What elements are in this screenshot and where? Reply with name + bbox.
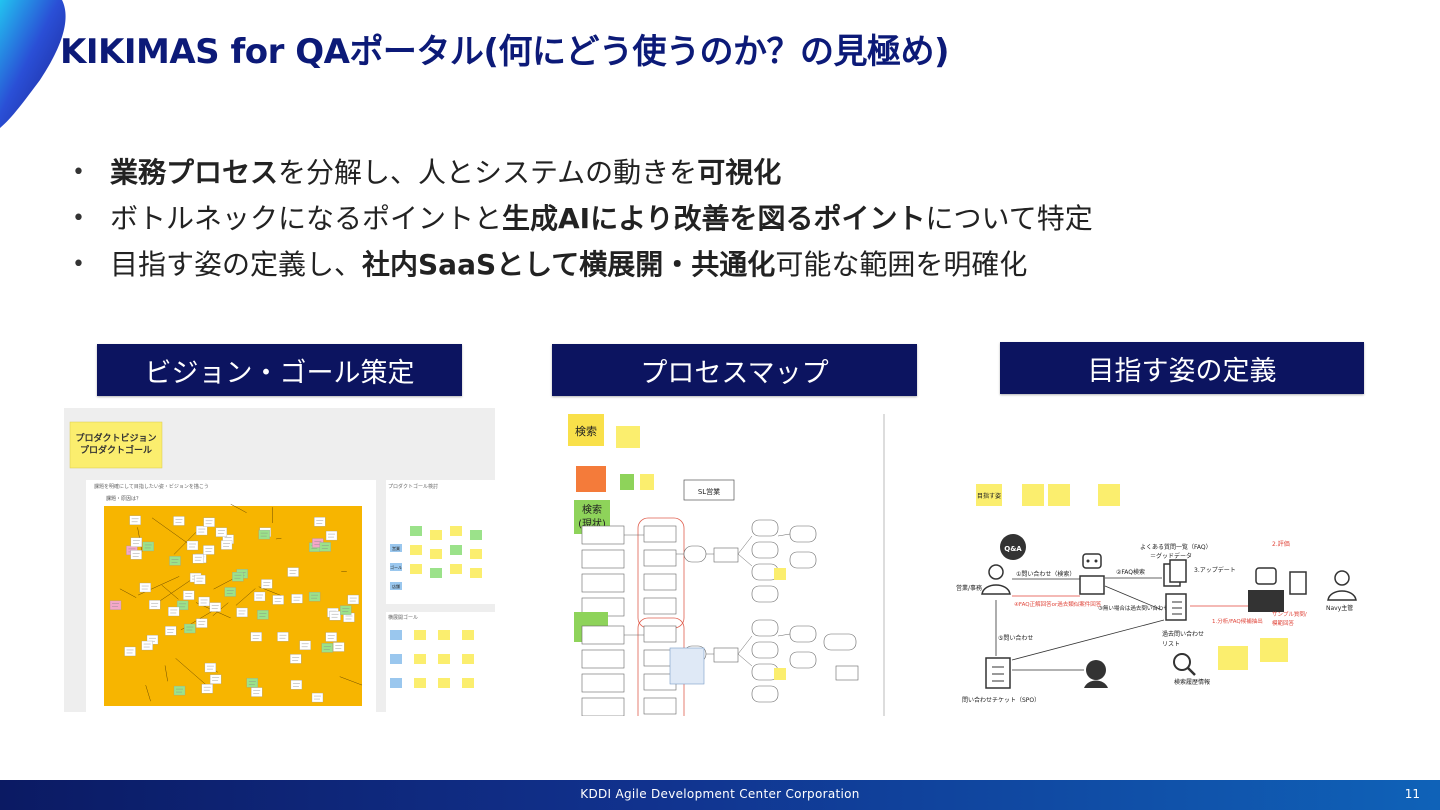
search-log-icon [1173, 653, 1196, 676]
lane-label: SL営業 [698, 487, 720, 496]
future-tag [976, 484, 1002, 506]
current-state-text-1: 検索 [582, 503, 602, 516]
row-tag [390, 563, 402, 571]
robot-icon [1079, 553, 1105, 595]
row-label: ゴール [390, 564, 402, 570]
checklist-icon [1165, 593, 1187, 621]
ticket-label: 問い合わせチケット（SPO） [962, 696, 1040, 704]
actor-navy-label: Navy主管 [1326, 604, 1353, 612]
qa-bubble-text: Q&A [1004, 545, 1022, 553]
future-tag-text: 目指す姿 [977, 492, 1001, 500]
row-label: 店舗 [392, 583, 400, 589]
footer-bar: KDDI Agile Development Center Corporatio… [0, 780, 1440, 810]
actor-sales-label: 営業/事務 [956, 584, 982, 592]
faq-document-icon [1163, 559, 1187, 587]
past-list-1: 過去問い合わせ [1162, 630, 1204, 638]
flow-lower [581, 617, 859, 716]
search-sticky [568, 414, 604, 446]
vision-sticky-text-2: プロダクトゴール [80, 444, 152, 456]
search-log-label: 検索履歴情報 [1174, 678, 1210, 686]
past-list-2: リスト [1162, 641, 1180, 648]
update-label: 3.アップデート [1194, 566, 1236, 574]
section-label-vision: ビジョン・ゴール策定 [97, 344, 462, 396]
process-map-panel: 検索 検索 (現状) SL営業 [560, 408, 890, 716]
navy-manager-icon [1327, 570, 1357, 601]
section-label-future-state: 目指す姿の定義 [1000, 342, 1364, 394]
support-agent-icon [1084, 660, 1108, 688]
orange-stickies [109, 503, 363, 703]
row-tag [390, 544, 402, 552]
row-label: 営業 [392, 545, 400, 551]
section-label-process-map: プロセスマップ [552, 344, 917, 396]
ticket-icon [985, 657, 1011, 689]
bullet-item: 業務プロセスを分解し、人とシステムの動きを可視化 [72, 150, 1093, 196]
step1-label: ①問い合わせ（検索） [1016, 570, 1075, 578]
eval-robot-icon [1248, 567, 1284, 612]
eval-label: 2.評価 [1272, 540, 1290, 548]
flow-upper [581, 517, 817, 629]
lane-box [683, 479, 735, 501]
step2-label: ②FAQ検索 [1116, 568, 1145, 576]
sales-person-icon [981, 564, 1011, 595]
product-goal-caption: プロダクトゴール検討 [388, 483, 438, 490]
step5-label: ⑤問い合わせ [998, 634, 1033, 642]
row-tag [390, 582, 402, 590]
vision-sticky [69, 421, 163, 469]
bullet-item: 目指す姿の定義し、社内SaaSとして横展開・共通化可能な範囲を明確化 [72, 242, 1093, 288]
sample-label-2: 模範回答 [1272, 619, 1295, 627]
vision-sticky-text-1: プロダクトビジョン [75, 432, 156, 444]
process-map-drawing: 検索 検索 (現状) SL営業 [568, 414, 885, 716]
step3-label: ③無い場合は過去問い合わせ検索 [1098, 604, 1180, 612]
future-state-panel: 目指す姿 Q&A 営業/事務 ①問い合わせ（検索） ②FAQ検索 ③無い場合は過… [950, 470, 1360, 710]
vision-board-panel: プロダクトビジョン プロダクトゴール 課題を明確にして目指したい姿・ビジョンを描… [64, 408, 495, 712]
product-goal-frame [386, 480, 495, 604]
vision-board-drawing: プロダクトビジョン プロダクトゴール 課題を明確にして目指したい姿・ビジョンを描… [69, 421, 495, 712]
vision-frame-caption: 課題を明確にして目指したい姿・ビジョンを描こう [94, 483, 209, 490]
search-sticky-text: 検索 [575, 424, 597, 438]
qa-bubble-icon [1000, 534, 1026, 560]
bullet-list: 業務プロセスを分解し、人とシステムの動きを可視化 ボトルネックになるポイントと生… [72, 150, 1093, 288]
corner-decoration [0, 0, 66, 128]
extract-label: 1.分析/FAQ候補抽出 [1212, 617, 1263, 625]
vision-inner-caption: 課題・原因は？ [106, 495, 141, 502]
faq-title-1: よくある質問一覧（FAQ） [1140, 543, 1212, 551]
faq-title-2: ＝グッドデータ [1150, 552, 1192, 560]
expansion-goal-caption: 横展開ゴール [388, 614, 418, 621]
goal-stickies [390, 526, 482, 688]
page-number: 11 [1404, 787, 1420, 801]
sample-label-1: サンプル質問/ [1272, 610, 1307, 618]
future-state-drawing: 目指す姿 Q&A 営業/事務 ①問い合わせ（検索） ②FAQ検索 ③無い場合は過… [956, 484, 1357, 704]
step4-label: ④FAQ正解回答or過去類似案件回答 [1014, 600, 1102, 608]
sample-document-icon [1289, 571, 1307, 595]
slide-title: KIKIMAS for QAポータル(何にどう使うのか？の見極め) [60, 32, 950, 72]
footer-company: KDDI Agile Development Center Corporatio… [580, 787, 860, 801]
bullet-item: ボトルネックになるポイントと生成AIにより改善を図るポイントについて特定 [72, 196, 1093, 242]
